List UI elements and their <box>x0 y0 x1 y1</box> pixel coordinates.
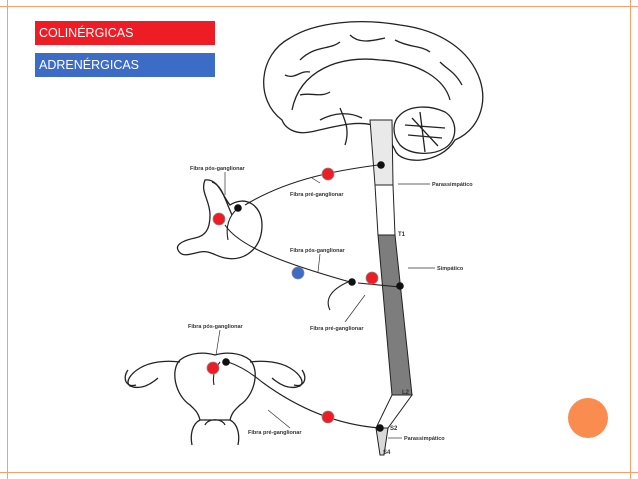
spinal-cord <box>369 119 413 456</box>
label-parassimpatico-2: Parassimpático <box>404 436 445 442</box>
frame-line-top <box>0 6 638 7</box>
label-pre-top: Fibra pré-ganglionar <box>290 192 344 198</box>
label-simpatico: Simpático <box>437 266 464 272</box>
stomach-illustration <box>176 179 263 260</box>
marker-cholinergic-stomach <box>212 212 226 226</box>
label-pre-low: Fibra pré-ganglionar <box>248 430 302 436</box>
label-pos-low: Fibra pós-ganglionar <box>188 324 244 330</box>
label-s4: S4 <box>383 450 391 456</box>
marker-cholinergic-pre-top <box>321 167 335 181</box>
nerve-fibers <box>212 164 401 429</box>
frame-line-left <box>7 0 8 479</box>
marker-cholinergic-mid <box>365 271 379 285</box>
ganglion-spinal-low <box>376 424 384 432</box>
ganglion-spinal-mid <box>396 282 404 290</box>
label-pre-mid: Fibra pré-ganglionar <box>310 326 364 332</box>
marker-adrenergic <box>291 266 305 280</box>
ganglion-stomach <box>234 204 242 212</box>
brain-illustration <box>263 21 484 161</box>
neurotransmitter-markers <box>206 167 379 424</box>
legend-adrenergic: ADRENÉRGICAS <box>35 53 215 77</box>
frame-line-right <box>630 0 631 479</box>
label-l2: L2 <box>402 390 410 396</box>
label-pointers <box>215 172 435 439</box>
ganglion-spinal-upper <box>377 161 385 169</box>
ganglia <box>222 161 404 432</box>
ganglion-sympathetic <box>348 278 356 286</box>
marker-cholinergic-low <box>321 410 335 424</box>
label-pos-mid: Fibra pós-ganglionar <box>290 248 346 254</box>
frame-line-bottom <box>0 472 638 473</box>
label-t1: T1 <box>398 232 406 238</box>
uterus-illustration <box>124 352 306 446</box>
label-pos-top: Fibra pós-ganglionar <box>190 166 246 172</box>
label-s2: S2 <box>390 426 398 432</box>
ganglion-uterus <box>222 358 230 366</box>
marker-cholinergic-uterus <box>206 361 220 375</box>
accent-circle <box>568 398 608 438</box>
legend-cholinergic: COLINÉRGICAS <box>35 21 215 45</box>
label-parassimpatico: Parassimpático <box>432 182 473 188</box>
